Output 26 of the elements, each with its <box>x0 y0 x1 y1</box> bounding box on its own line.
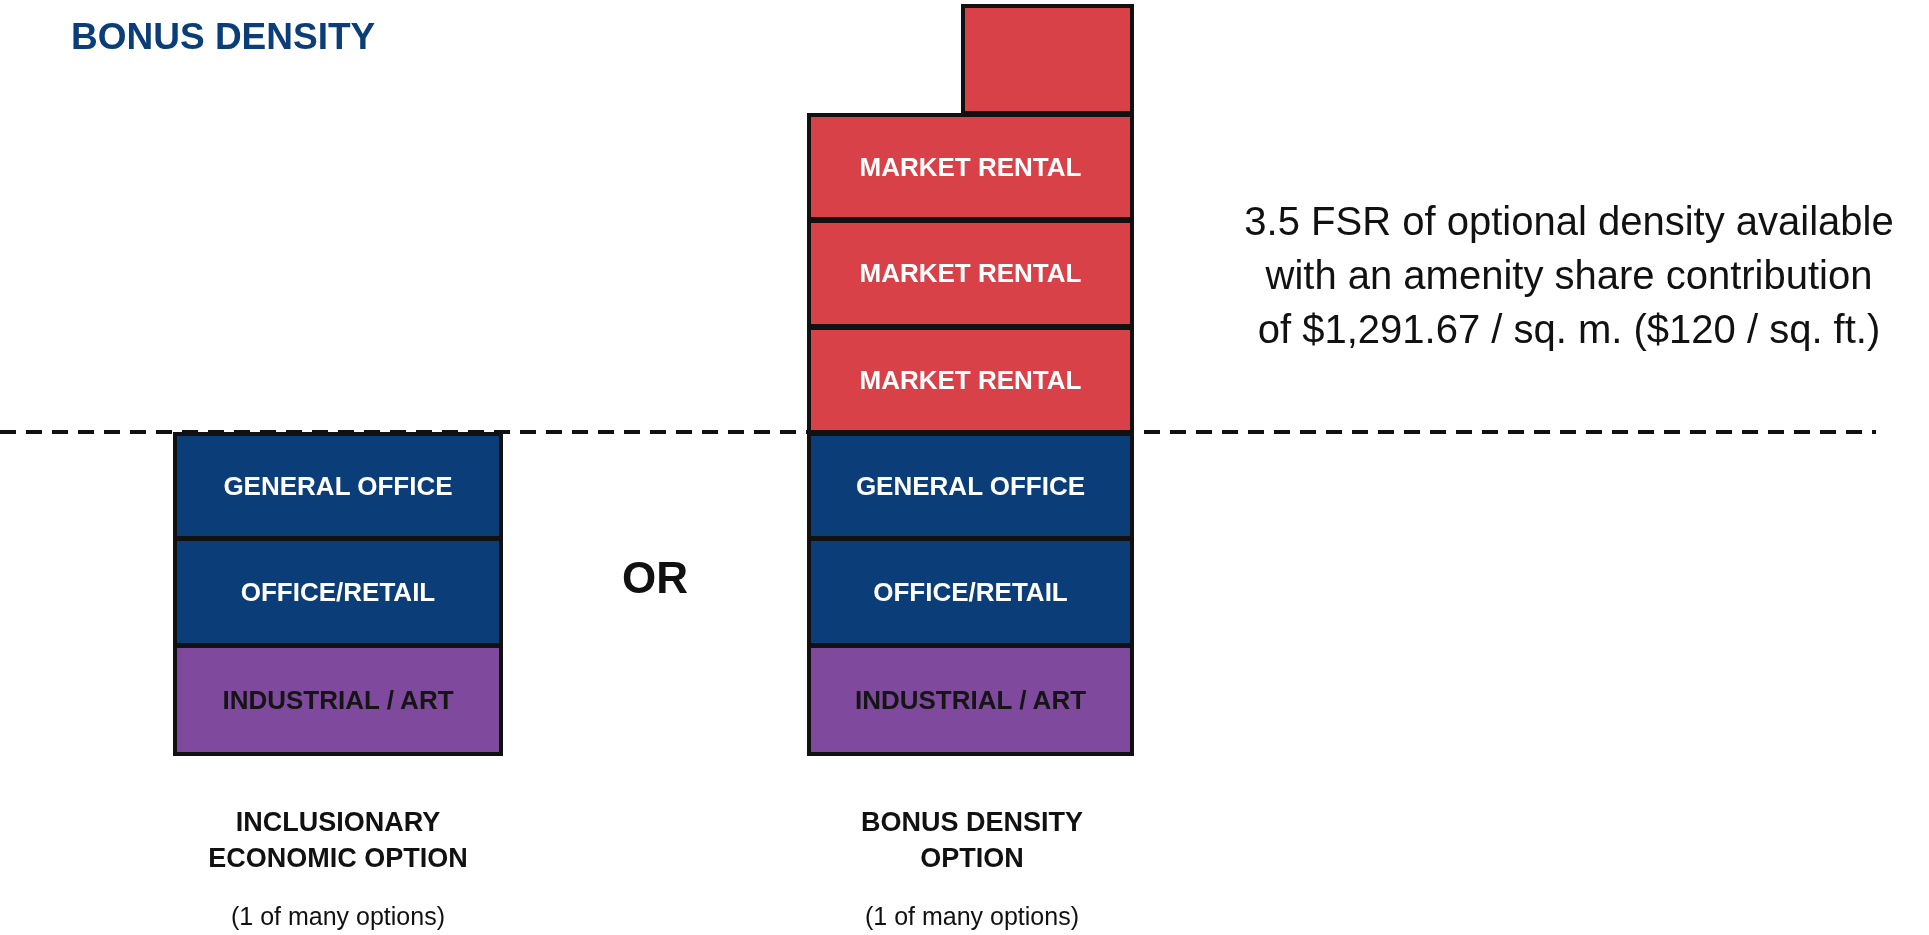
diagram-title: BONUS DENSITY <box>71 16 376 58</box>
office-block <box>807 537 1134 647</box>
office-block <box>807 432 1134 540</box>
rental-block <box>807 326 1134 434</box>
option-note: (1 of many options) <box>864 902 1080 931</box>
or-label: OR <box>621 553 689 603</box>
industrial-block <box>807 644 1134 756</box>
option-note: (1 of many options) <box>230 902 446 931</box>
block-label: INDUSTRIAL / ART <box>222 684 454 716</box>
block-label: INDUSTRIAL / ART <box>854 684 1087 716</box>
rental-block <box>807 113 1134 221</box>
industrial-block <box>173 644 503 756</box>
office-block <box>173 537 503 647</box>
office-block <box>173 432 503 540</box>
block-label: GENERAL OFFICE <box>855 470 1086 502</box>
block-label: MARKET RENTAL <box>859 258 1082 289</box>
empty-block <box>961 4 1134 115</box>
rental-block <box>807 219 1134 328</box>
block-label: GENERAL OFFICE <box>223 470 453 502</box>
block-label: MARKET RENTAL <box>859 364 1082 396</box>
block-label: OFFICE/RETAIL <box>873 576 1068 608</box>
option-caption: INCLUSIONARY ECONOMIC OPTION <box>207 806 469 875</box>
block-label: MARKET RENTAL <box>859 151 1082 183</box>
block-label: OFFICE/RETAIL <box>240 576 436 608</box>
option-caption: BONUS DENSITY OPTION <box>860 806 1084 875</box>
density-note: 3.5 FSR of optional density available with an amenity share contribution of $1,291.67 / sq. m. ($120 / sq. ft.) <box>1244 198 1894 353</box>
